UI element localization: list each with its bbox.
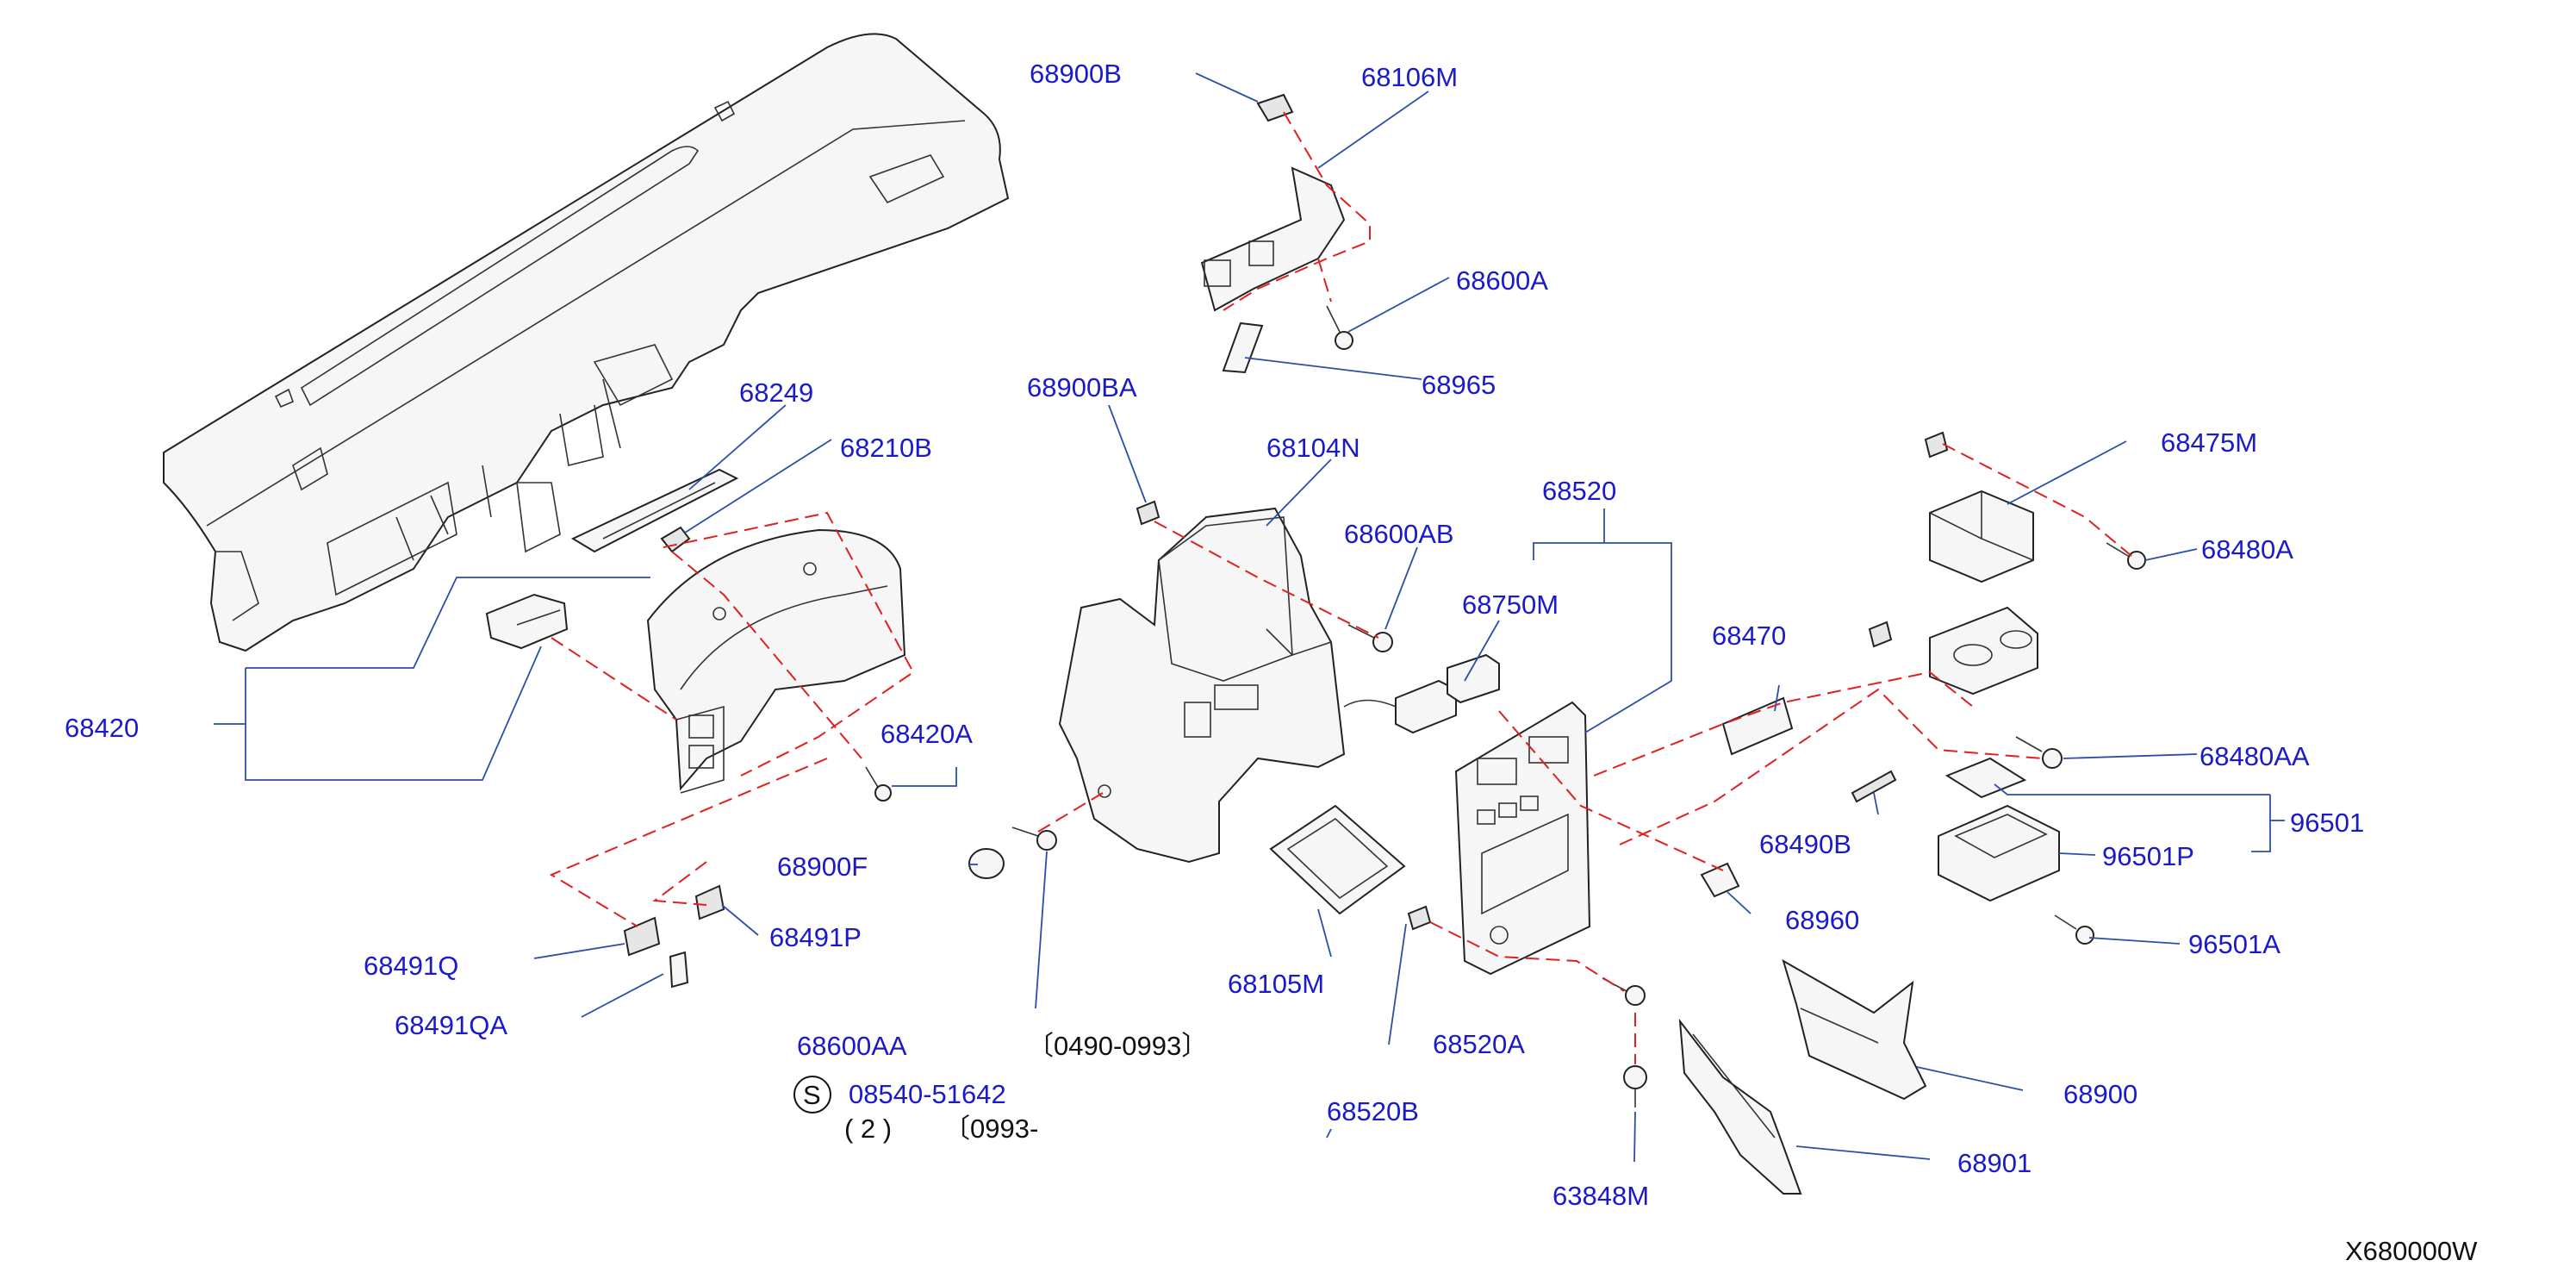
leader-lines <box>214 72 2285 1163</box>
label-68420: 68420 <box>65 713 139 743</box>
label-68470: 68470 <box>1712 621 1786 651</box>
plug-68900F-drawing <box>968 848 1005 879</box>
date-range-note-0993: 〔0993- <box>943 1114 1038 1144</box>
clip-68900B-drawing <box>1256 93 1294 122</box>
screw-96501A-drawing <box>2054 914 2094 945</box>
label-68480AA: 68480AA <box>2200 741 2310 771</box>
pad-68965-drawing <box>1222 321 1264 374</box>
label-63848M: 63848M <box>1552 1181 1649 1211</box>
label-68520B: 68520B <box>1327 1096 1419 1126</box>
part-labels: 68900B 68106M 68600A 68965 68249 68210B … <box>65 59 2364 1211</box>
label-68475M: 68475M <box>2161 427 2257 458</box>
clip-68490B-drawing <box>1851 770 1897 803</box>
label-68491QA: 68491QA <box>395 1010 507 1040</box>
service-symbol-circle <box>793 1076 831 1114</box>
label-68210B: 68210B <box>840 433 932 463</box>
label-68249: 68249 <box>739 377 813 408</box>
label-68490B: 68490B <box>1759 829 1851 859</box>
label-68900B: 68900B <box>1030 59 1122 89</box>
pocket-68475M-drawing <box>1929 490 2034 583</box>
clip-68480-upper-drawing <box>1868 621 1893 648</box>
notes: 〔0490-0993〕 S ( 2 ) 〔0993- <box>793 1031 1208 1144</box>
cup-holder-drawing <box>1929 606 2038 696</box>
label-96501A: 96501A <box>2188 929 2280 959</box>
screw-68600A-drawing <box>1326 305 1353 350</box>
plate-68470-drawing <box>1721 696 1794 756</box>
label-96501P: 96501P <box>2102 841 2194 871</box>
clip-63848M-drawing <box>1623 1065 1647 1107</box>
label-68960: 68960 <box>1785 905 1859 935</box>
label-68491Q: 68491Q <box>364 951 458 981</box>
label-68900BA: 68900BA <box>1027 372 1137 402</box>
frame-68105M-drawing <box>1269 804 1406 915</box>
cover-68901-drawing <box>1678 1018 1802 1195</box>
label-68600AA: 68600AA <box>797 1031 907 1061</box>
clip-68520B-drawing <box>1407 905 1432 931</box>
instrument-panel-drawing <box>163 33 1010 652</box>
clip-68210B-drawing <box>660 526 691 553</box>
switch-68491Q-drawing <box>623 916 661 957</box>
screw-68480A-drawing <box>2106 542 2146 570</box>
label-68104N: 68104N <box>1266 433 1360 463</box>
console-68104N-drawing <box>1058 507 1346 864</box>
strip-68249-drawing <box>570 468 739 553</box>
ashtray-96501-drawing <box>1938 757 2060 902</box>
assembly-lines <box>549 111 2137 1064</box>
label-08540-51642: 08540-51642 <box>849 1079 1006 1109</box>
label-68105M: 68105M <box>1228 969 1324 999</box>
label-96501: 96501 <box>2290 808 2364 838</box>
label-68520A: 68520A <box>1433 1029 1525 1059</box>
screw-68600AA-drawing <box>1011 827 1057 851</box>
bracket-68106M-drawing <box>1200 166 1346 312</box>
vent-68750M-drawing <box>1343 653 1500 734</box>
cluster-hood-68420-drawing <box>646 528 906 794</box>
label-68106M: 68106M <box>1361 62 1458 92</box>
cover-68900-drawing <box>1782 958 1927 1101</box>
label-68491P: 68491P <box>769 922 862 952</box>
screw-68420A-drawing <box>865 766 892 802</box>
label-68520: 68520 <box>1542 476 1616 506</box>
label-68965: 68965 <box>1422 370 1496 400</box>
label-68600AB: 68600AB <box>1344 519 1454 549</box>
label-68600A: 68600A <box>1456 265 1548 296</box>
label-68420A: 68420A <box>880 719 973 749</box>
pad-68491QA-drawing <box>669 951 689 989</box>
quantity-note: ( 2 ) <box>844 1114 892 1144</box>
screw-68480AA-drawing <box>2015 736 2063 769</box>
label-68750M: 68750M <box>1462 590 1559 620</box>
label-68900F: 68900F <box>777 852 868 882</box>
label-68901: 68901 <box>1957 1148 2032 1178</box>
finisher-68520-drawing <box>1454 701 1591 976</box>
diagram-code: X680000W <box>2345 1236 2478 1266</box>
switch-68491P-drawing <box>694 884 725 920</box>
date-range-note-0490-0993: 〔0490-0993〕 <box>1027 1031 1208 1061</box>
service-symbol-letter: S <box>803 1080 821 1110</box>
clip-68475M-upper-drawing <box>1924 431 1949 459</box>
clip-68900BA-drawing <box>1136 500 1160 526</box>
label-68900: 68900 <box>2063 1079 2137 1109</box>
clip-68960-drawing <box>1700 862 1740 898</box>
label-68480A: 68480A <box>2201 534 2293 565</box>
